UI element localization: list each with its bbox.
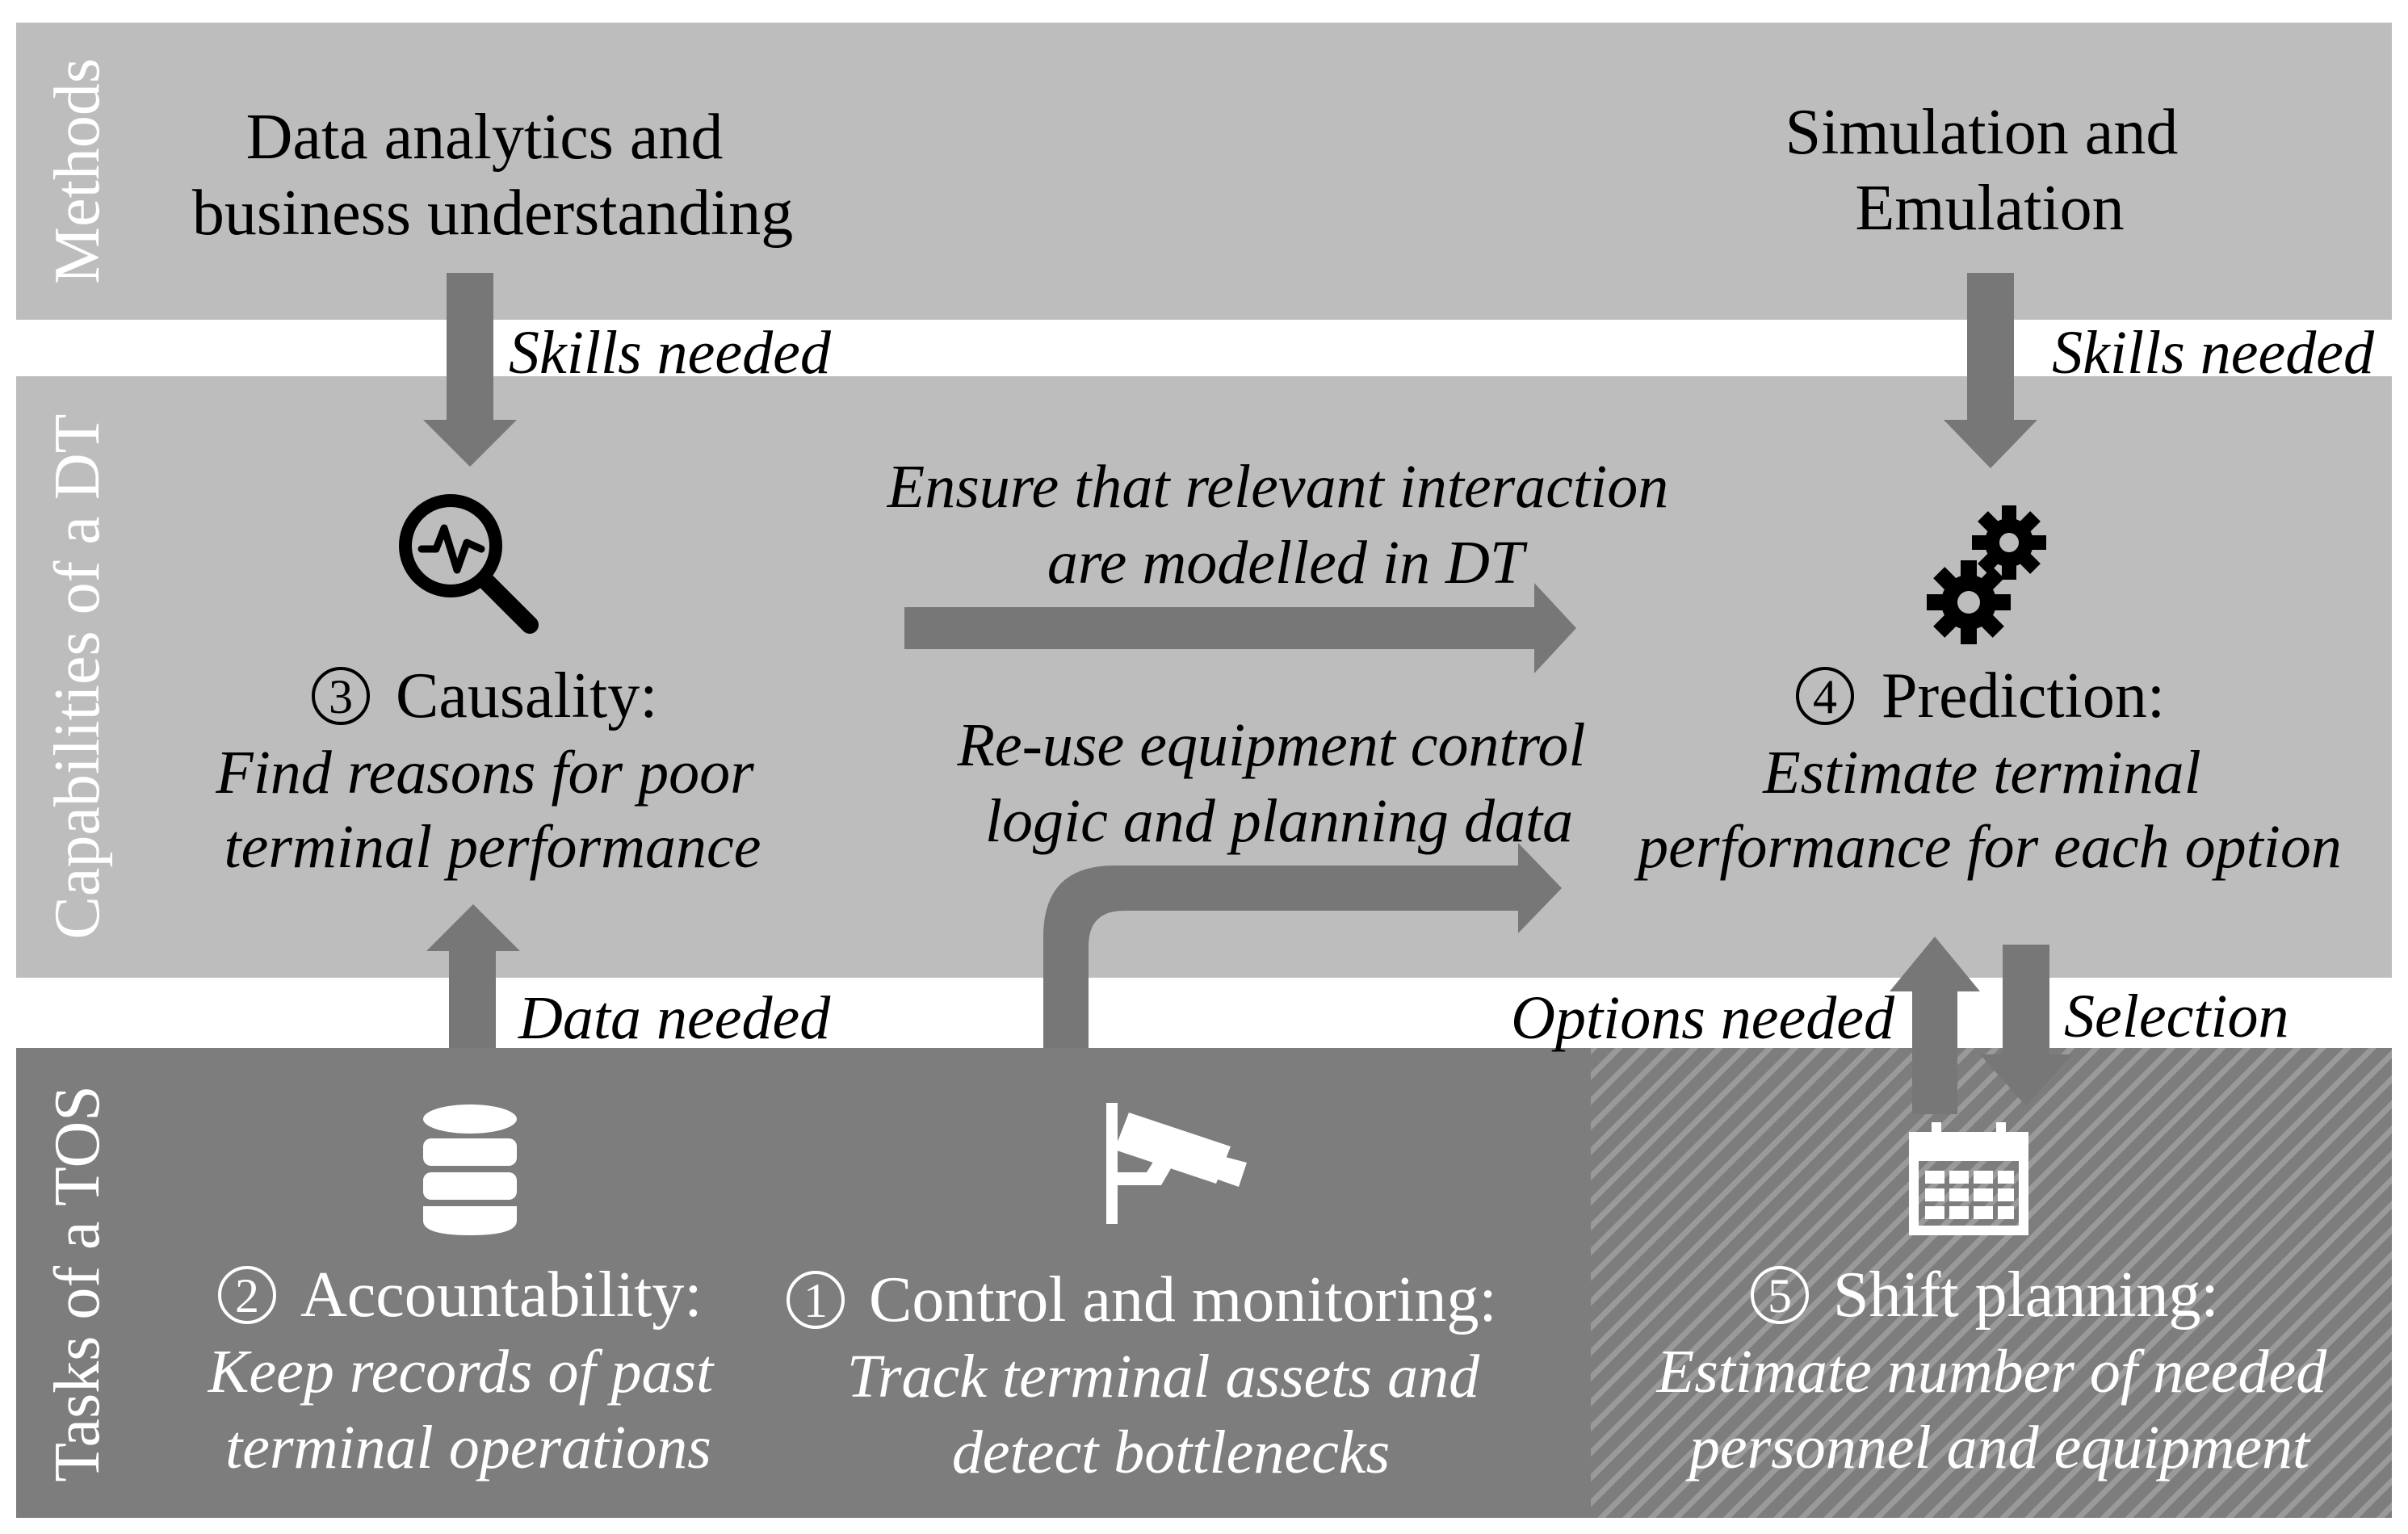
skills-needed-left-label: Skills needed bbox=[509, 319, 832, 387]
shift-number-circle bbox=[1751, 1266, 1809, 1324]
interaction-arrow bbox=[904, 583, 1576, 673]
shift-desc: Estimate number of needed personnel and … bbox=[1656, 1338, 2342, 1482]
reuse-arrow bbox=[1043, 843, 1562, 1048]
accountability-number-circle bbox=[218, 1266, 276, 1324]
tasks-band-label: Tasks of a TOS bbox=[42, 1085, 113, 1482]
methods-band bbox=[16, 23, 2392, 320]
database-icon bbox=[423, 1104, 517, 1235]
control-title: Control and monitoring: bbox=[869, 1264, 1497, 1335]
interaction-label: Ensure that relevant interaction are mod… bbox=[887, 453, 1684, 597]
control-number-circle bbox=[787, 1271, 845, 1329]
causality-title: Causality: bbox=[396, 660, 657, 731]
prediction-node: 4 Prediction: Estimate terminal performa… bbox=[1634, 505, 2342, 881]
method-data-analytics: Data analytics and business understandin… bbox=[192, 102, 793, 249]
skills-needed-right-label: Skills needed bbox=[2052, 319, 2375, 387]
accountability-desc: Keep records of past terminal operations bbox=[208, 1338, 729, 1482]
control-number: 1 bbox=[803, 1274, 828, 1327]
security-camera-icon bbox=[1106, 1103, 1247, 1224]
causality-number-circle bbox=[312, 667, 370, 725]
accountability-title: Accountability: bbox=[300, 1259, 703, 1331]
accountability-number: 2 bbox=[235, 1269, 259, 1322]
method-simulation: Simulation and Emulation bbox=[1785, 97, 2195, 244]
causality-node: 3 Causality: Find reasons for poor termi… bbox=[215, 494, 769, 881]
tasks-band bbox=[16, 1048, 1591, 1518]
capabilities-band-label: Capabilities of a DT bbox=[42, 414, 113, 940]
skills-arrow-right bbox=[1944, 273, 2037, 468]
shift-title: Shift planning: bbox=[1833, 1259, 2219, 1331]
accountability-node: 2 Accountability: Keep records of past t… bbox=[208, 1104, 729, 1482]
data-needed-arrow bbox=[426, 904, 520, 1048]
prediction-number: 4 bbox=[1813, 670, 1837, 723]
causality-desc: Find reasons for poor terminal performan… bbox=[215, 739, 769, 881]
prediction-title: Prediction: bbox=[1882, 660, 2165, 731]
reuse-label: Re-use equipment control logic and plann… bbox=[956, 711, 1600, 855]
shift-number: 5 bbox=[1768, 1269, 1792, 1322]
selection-arrow bbox=[1980, 945, 2072, 1106]
control-desc: Track terminal assets and detect bottlen… bbox=[847, 1343, 1495, 1486]
prediction-desc: Estimate terminal performance for each o… bbox=[1634, 739, 2342, 881]
prediction-number-circle bbox=[1796, 667, 1854, 725]
methods-band-label: Methods bbox=[42, 58, 113, 284]
shift-planning-node: 5 Shift planning: Estimate number of nee… bbox=[1656, 1122, 2342, 1482]
selection-label: Selection bbox=[2064, 983, 2289, 1050]
magnifier-pulse-icon bbox=[399, 494, 539, 634]
calendar-icon bbox=[1909, 1122, 2028, 1235]
options-needed-arrow bbox=[1890, 937, 1980, 1114]
options-needed-label: Options needed bbox=[1511, 984, 1895, 1052]
causality-number: 3 bbox=[329, 670, 353, 723]
data-needed-label: Data needed bbox=[518, 984, 831, 1052]
control-monitoring-node: 1 Control and monitoring: Track terminal… bbox=[787, 1103, 1497, 1486]
gears-icon bbox=[1927, 505, 2046, 644]
skills-arrow-left bbox=[423, 273, 517, 467]
shift-planning-hatched-area bbox=[1591, 1048, 2392, 1518]
